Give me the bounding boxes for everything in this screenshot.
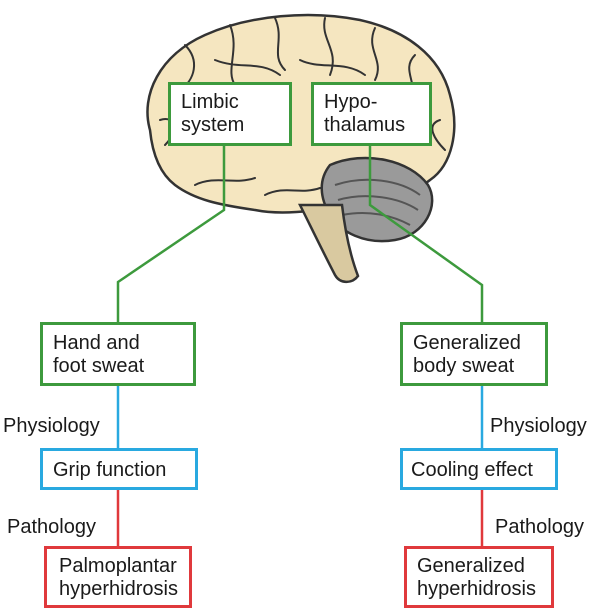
cooling-effect-box: Cooling effect [400, 448, 558, 490]
body-sweat-line2: body sweat [413, 355, 515, 377]
generalized-hyper-line1: Generalized [417, 555, 525, 577]
right-pathology-label: Pathology [495, 516, 584, 538]
palmoplantar-line2: hyperhidrosis [59, 578, 178, 600]
generalized-body-sweat-box: Generalized body sweat [400, 322, 548, 386]
grip-function-text: Grip function [53, 459, 167, 481]
right-physiology-label: Physiology [490, 415, 587, 437]
hypothalamus-line2: thalamus [324, 114, 406, 136]
hand-foot-line1: Hand and [53, 332, 140, 354]
hypothalamus-box: Hypo- thalamus [311, 82, 432, 146]
body-sweat-line1: Generalized [413, 332, 521, 354]
limbic-system-box: Limbic system [168, 82, 292, 146]
palmoplantar-hyperhidrosis-box: Palmoplantar hyperhidrosis [44, 546, 192, 608]
left-pathology-label: Pathology [7, 516, 96, 538]
generalized-hyper-line2: hyperhidrosis [417, 578, 536, 600]
limbic-line2: system [181, 114, 245, 136]
grip-function-box: Grip function [40, 448, 198, 490]
left-physiology-label: Physiology [3, 415, 100, 437]
palmoplantar-line1: Palmoplantar [59, 555, 177, 577]
limbic-to-hand-line [116, 146, 226, 322]
hand-foot-sweat-box: Hand and foot sweat [40, 322, 196, 386]
hypothalamus-to-body-line [368, 146, 484, 322]
hypothalamus-line1: Hypo- [324, 91, 378, 113]
cooling-effect-text: Cooling effect [411, 459, 533, 481]
hand-foot-line2: foot sweat [53, 355, 145, 377]
limbic-line1: Limbic [181, 91, 239, 113]
generalized-hyperhidrosis-box: Generalized hyperhidrosis [404, 546, 554, 608]
